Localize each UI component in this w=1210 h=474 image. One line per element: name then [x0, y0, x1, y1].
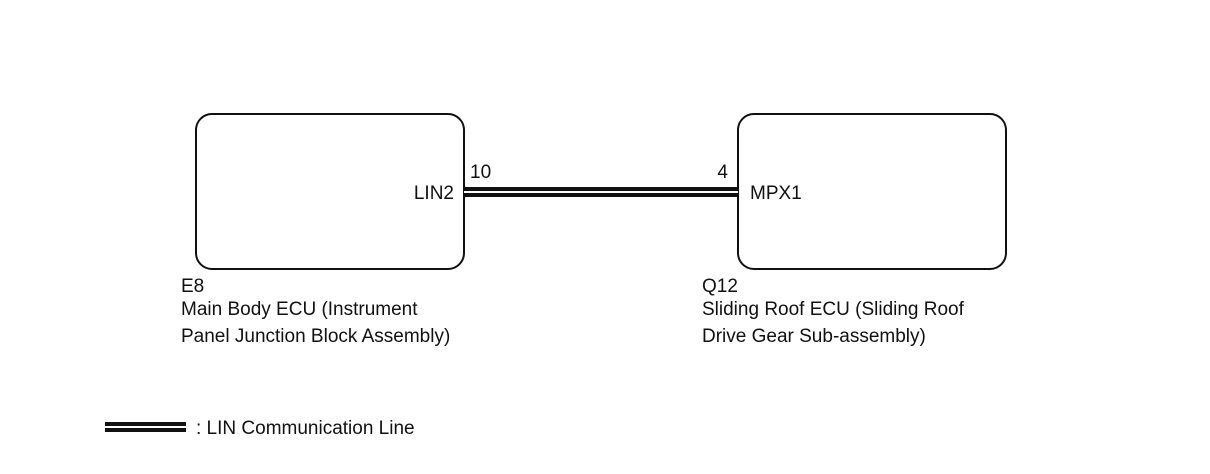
right-ecu-name-line2: Drive Gear Sub-assembly): [702, 326, 926, 347]
right-connector-code: Q12: [702, 276, 738, 297]
right-pin-name: MPX1: [750, 183, 802, 204]
left-ecu-name-line2: Panel Junction Block Assembly): [181, 326, 450, 347]
left-pin-name: LIN2: [414, 183, 454, 204]
legend-label: : LIN Communication Line: [196, 418, 415, 439]
left-ecu-name-line1: Main Body ECU (Instrument: [181, 299, 418, 320]
legend: : LIN Communication Line: [105, 418, 415, 439]
left-pin-number: 10: [470, 162, 491, 183]
right-ecu-name-line1: Sliding Roof ECU (Sliding Roof: [702, 299, 965, 320]
left-connector-code: E8: [181, 276, 204, 297]
right-pin-number: 4: [717, 162, 728, 183]
